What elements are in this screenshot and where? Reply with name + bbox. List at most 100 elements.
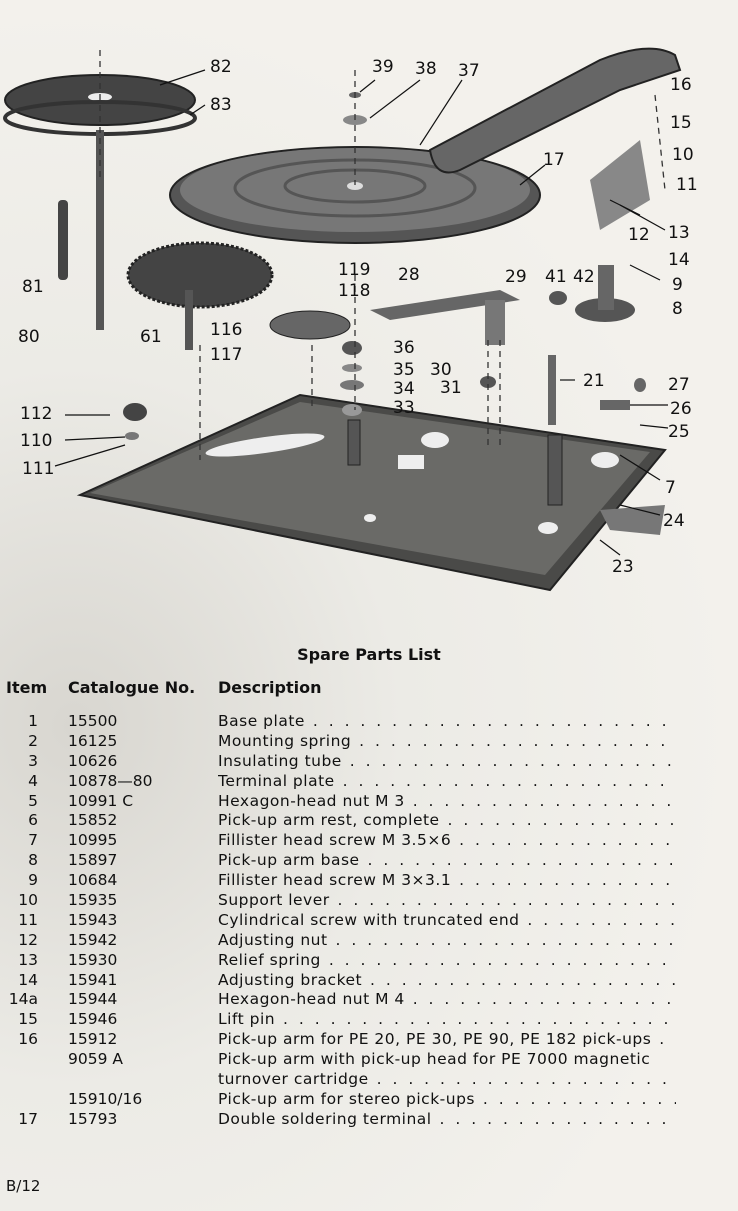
part-description: Adjusting nut — [218, 931, 676, 951]
item-number: 14 — [18, 970, 38, 989]
item-number: 3 — [28, 751, 38, 770]
callout-117: 117 — [210, 345, 242, 365]
item-number: 7 — [28, 831, 38, 850]
callout-9: 9 — [672, 275, 683, 295]
callout-38: 38 — [415, 59, 437, 79]
callout-8: 8 — [672, 299, 683, 319]
part-description: Pick-up arm rest, complete — [218, 811, 676, 831]
item-number: 1 — [28, 712, 38, 730]
catalogue-number: 10995 — [68, 831, 118, 850]
item-number: 15 — [18, 1010, 38, 1029]
table-row: 7 10995 Fillister head screw M 3.5×6 — [0, 831, 738, 851]
item-number: 13 — [18, 950, 38, 969]
callout-27: 27 — [668, 375, 690, 395]
callout-29: 29 — [505, 267, 527, 287]
callout-83: 83 — [210, 95, 232, 115]
part-description: Double soldering terminal — [218, 1110, 676, 1130]
callout-10: 10 — [672, 145, 694, 165]
part-description: Support lever — [218, 891, 676, 911]
callout-41: 41 — [545, 267, 567, 287]
catalogue-number: 9059 A — [68, 1050, 123, 1069]
callout-11: 11 — [676, 175, 698, 195]
part-description: Pick-up arm with pick-up head for PE 700… — [218, 1050, 651, 1069]
part-description: Terminal plate — [218, 772, 676, 792]
part-description: Insulating tube — [218, 752, 676, 772]
callout-14: 14 — [668, 250, 690, 270]
catalogue-number: 15944 — [68, 990, 118, 1009]
callout-118: 118 — [338, 281, 370, 301]
callout-61: 61 — [140, 327, 162, 347]
part-description: Hexagon-head nut M 4 — [218, 990, 676, 1010]
catalogue-number: 15941 — [68, 970, 118, 989]
part-description: Fillister head screw M 3.5×6 — [218, 831, 676, 851]
catalogue-number: 15942 — [68, 930, 118, 949]
callout-42: 42 — [573, 267, 595, 287]
catalogue-number: 15500 — [68, 712, 118, 730]
table-row: 8 15897 Pick-up arm base — [0, 851, 738, 871]
part-description: Fillister head screw M 3×3.1 — [218, 871, 676, 891]
catalogue-number: 15943 — [68, 910, 118, 929]
callout-82: 82 — [210, 57, 232, 77]
table-row: 9 10684 Fillister head screw M 3×3.1 — [0, 871, 738, 891]
part-description: Pick-up arm for stereo pick-ups — [218, 1090, 676, 1110]
callout-23: 23 — [612, 557, 634, 577]
table-row: 5 10991 C Hexagon-head nut M 3 — [0, 792, 738, 812]
item-number: 5 — [28, 791, 38, 810]
part-description: Adjusting bracket — [218, 971, 676, 991]
callout-17: 17 — [543, 150, 565, 170]
part-description: Cylindrical screw with truncated end — [218, 911, 676, 931]
table-row: 14 15941 Adjusting bracket — [0, 971, 738, 991]
item-number: 2 — [28, 731, 38, 750]
catalogue-number: 15897 — [68, 851, 118, 870]
diagram-callouts: 82 83 39 38 37 16 15 10 11 17 13 12 14 9… — [18, 57, 698, 577]
item-number: 9 — [28, 871, 38, 890]
callout-33: 33 — [393, 398, 415, 418]
callout-111: 111 — [22, 459, 54, 479]
callout-12: 12 — [628, 225, 650, 245]
leader-lines — [54, 69, 669, 556]
assembly-lines — [99, 50, 666, 460]
catalogue-number: 15912 — [68, 1030, 118, 1049]
part-description: Mounting spring — [218, 732, 676, 752]
item-number: 6 — [28, 811, 38, 830]
callout-25: 25 — [668, 422, 690, 442]
page-number: B/12 — [6, 1177, 41, 1195]
callout-16: 16 — [670, 75, 692, 95]
catalogue-number: 15852 — [68, 811, 118, 830]
item-number: 8 — [28, 851, 38, 870]
header-description: Description — [218, 678, 322, 697]
part-description: Pick-up arm base — [218, 851, 676, 871]
part-description: Lift pin — [218, 1010, 676, 1030]
catalogue-number: 15793 — [68, 1109, 118, 1128]
part-description: Hexagon-head nut M 3 — [218, 792, 676, 812]
header-catalogue: Catalogue No. — [68, 678, 196, 697]
item-number: 16 — [18, 1030, 38, 1049]
callout-28: 28 — [398, 265, 420, 285]
callout-34: 34 — [393, 379, 415, 399]
callout-39: 39 — [372, 57, 394, 77]
parts-list-title: Spare Parts List — [297, 645, 441, 664]
callout-116: 116 — [210, 320, 242, 340]
table-row: 15 15946 Lift pin — [0, 1010, 738, 1030]
callout-31: 31 — [440, 378, 462, 398]
catalogue-number: 10878—80 — [68, 771, 153, 790]
table-row: 11 15943 Cylindrical screw with truncated … — [0, 911, 738, 931]
table-row: 14a 15944 Hexagon-head nut M 4 — [0, 990, 738, 1010]
catalogue-number: 10991 C — [68, 791, 134, 810]
catalogue-number: 15946 — [68, 1010, 118, 1029]
callout-80: 80 — [18, 327, 40, 347]
catalogue-number: 15930 — [68, 950, 118, 969]
item-number: 14a — [8, 990, 38, 1009]
item-number: 11 — [18, 910, 38, 929]
callout-37: 37 — [458, 61, 480, 81]
catalogue-number: 10684 — [68, 871, 118, 890]
